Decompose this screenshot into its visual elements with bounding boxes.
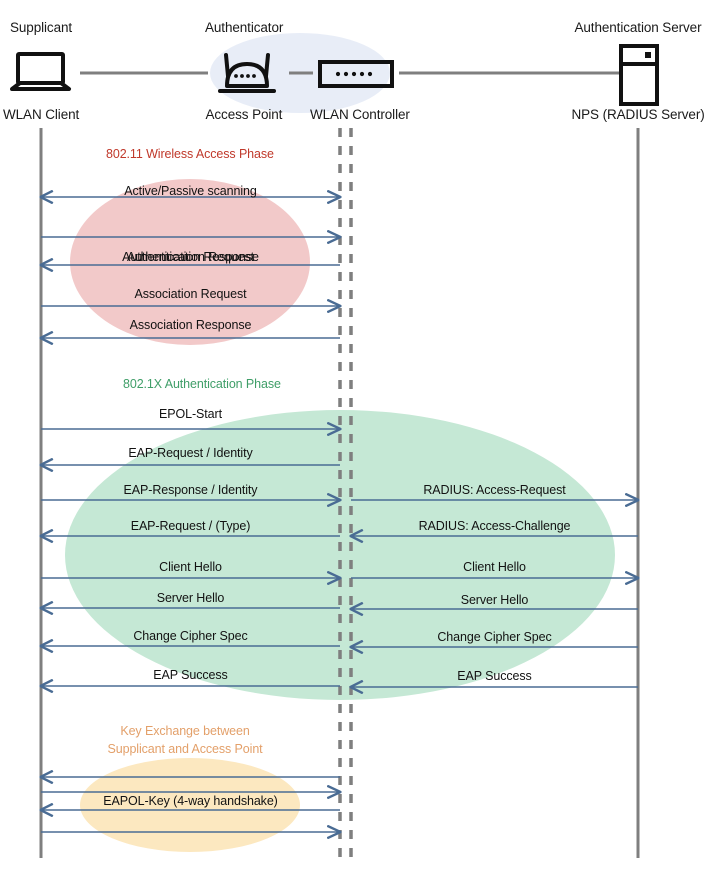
msg-authentication-request-label: Authentication Request <box>126 250 255 264</box>
msg-change-cipher-spec-right-label: Change Cipher Spec <box>437 630 552 644</box>
msg-client-hello-right-label: Client Hello <box>463 560 526 574</box>
key-exchange-phase-label-line2: Supplicant and Access Point <box>107 742 263 756</box>
phase-ellipses <box>65 179 615 852</box>
ap-led-3 <box>252 74 256 78</box>
msg-eap-request-identity-label: EAP-Request / Identity <box>128 446 253 460</box>
controller-led-0 <box>335 71 341 77</box>
msg-change-cipher-spec-left-label: Change Cipher Spec <box>133 629 248 643</box>
wlan-controller-icon <box>318 60 394 88</box>
msg-server-hello-left-label: Server Hello <box>156 591 225 605</box>
auth-server-title: Authentication Server <box>574 20 702 35</box>
laptop-icon <box>10 52 71 91</box>
server-icon <box>619 44 659 106</box>
msg-eapol-start-label: EPOL-Start <box>159 407 222 421</box>
ap-led-2 <box>246 74 250 78</box>
msg-eap-success-right-label: EAP Success <box>457 669 532 683</box>
msg-authentication-response-label: Authentication Response <box>122 250 259 264</box>
wireless-access-phase-label: 802.11 Wireless Access Phase <box>106 147 274 161</box>
header-graphics <box>10 33 659 113</box>
authenticator-title: Authenticator <box>205 20 284 35</box>
supplicant-title: Supplicant <box>10 20 73 35</box>
server-led <box>645 52 651 58</box>
message-arrows <box>41 197 638 832</box>
msg-association-request-label: Association Request <box>134 287 247 301</box>
msg-eap-response-identity-label: EAP-Response / Identity <box>123 483 258 497</box>
ap-led-0 <box>234 74 238 78</box>
msg-eapol-key-handshake-label: EAPOL-Key (4-way handshake) <box>103 794 278 808</box>
access-point-icon <box>218 53 276 93</box>
dot1x-authentication-phase-label: 802.1X Authentication Phase <box>123 377 281 391</box>
controller-node-label: WLAN Controller <box>310 107 410 122</box>
ap-led-1 <box>240 74 244 78</box>
supplicant-node-label: WLAN Client <box>3 107 80 122</box>
wireless-access-phase-ellipse <box>70 179 310 345</box>
key-exchange-phase-label-line1: Key Exchange between <box>120 724 250 738</box>
msg-active-passive-scanning-label: Active/Passive scanning <box>124 184 257 198</box>
controller-led-1 <box>343 71 349 77</box>
controller-led-2 <box>351 71 357 77</box>
auth-server-node-label: NPS (RADIUS Server) <box>571 107 705 122</box>
msg-association-response-label: Association Response <box>129 318 252 332</box>
msg-server-hello-right-label: Server Hello <box>460 593 529 607</box>
dot1x-authentication-phase-ellipse <box>65 410 615 700</box>
controller-led-4 <box>367 71 373 77</box>
msg-radius-access-challenge-label: RADIUS: Access-Challenge <box>418 519 571 533</box>
msg-eap-request-type-label: EAP-Request / (Type) <box>130 519 251 533</box>
msg-eap-success-left-label: EAP Success <box>153 668 228 682</box>
msg-radius-access-request-label: RADIUS: Access-Request <box>423 483 566 497</box>
key-exchange-phase-ellipse <box>80 758 300 852</box>
msg-client-hello-left-label: Client Hello <box>159 560 222 574</box>
authenticator-node-label: Access Point <box>205 107 283 122</box>
controller-led-3 <box>359 71 365 77</box>
